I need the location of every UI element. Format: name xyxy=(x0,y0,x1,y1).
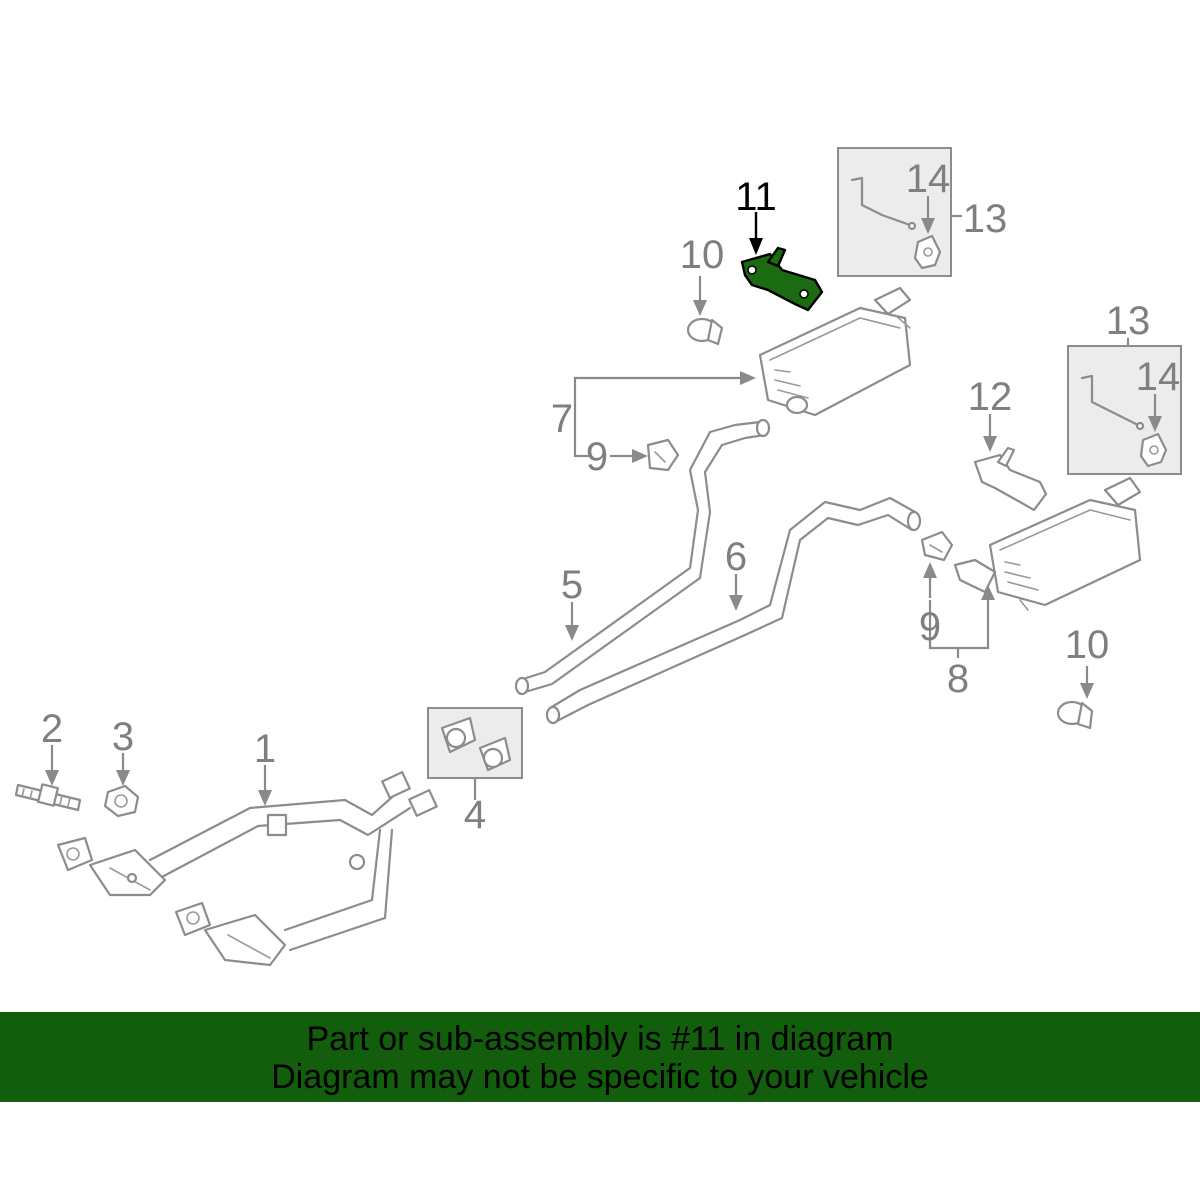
part-9-clamp-right xyxy=(920,530,954,562)
part-8-muffler-right xyxy=(953,476,1142,611)
part-9-clamp-left xyxy=(646,438,680,472)
part-12-bracket xyxy=(973,446,1048,512)
callout-12: 12 xyxy=(968,375,1013,419)
callout-2: 2 xyxy=(41,707,63,751)
part-10-isolator-left xyxy=(686,317,724,346)
part-4-clamp-box xyxy=(427,707,523,779)
callout-13-top: 13 xyxy=(963,197,1008,241)
banner-line-2: Diagram may not be specific to your vehi… xyxy=(271,1058,929,1096)
part-5-intermediate-pipe-left xyxy=(514,418,771,696)
callout-4: 4 xyxy=(464,793,486,837)
leader-lines xyxy=(45,196,1162,806)
callout-9-left: 9 xyxy=(586,435,608,479)
part-7-muffler-left xyxy=(758,286,912,417)
part-10-isolator-right xyxy=(1056,700,1094,730)
callout-10-right: 10 xyxy=(1065,623,1110,667)
callout-1: 1 xyxy=(254,727,276,771)
callout-9-right: 9 xyxy=(919,605,941,649)
part-13-hanger-kit-top xyxy=(837,147,952,277)
callout-11: 11 xyxy=(735,175,777,219)
part-6-intermediate-pipe-right xyxy=(545,496,922,725)
callout-3: 3 xyxy=(112,715,134,759)
callout-13-right: 13 xyxy=(1106,299,1151,343)
callout-6: 6 xyxy=(725,535,747,579)
callout-10-left: 10 xyxy=(680,233,725,277)
part-info-banner: Part or sub-assembly is #11 in diagram D… xyxy=(0,1012,1200,1102)
part-3-nut xyxy=(103,784,140,818)
callout-14-right: 14 xyxy=(1136,355,1181,399)
part-1-front-pipe-assembly xyxy=(56,771,438,967)
callout-7: 7 xyxy=(551,397,573,441)
part-11-muffler-bracket xyxy=(740,246,824,312)
part-2-stud xyxy=(14,783,82,812)
callout-labels: 1 2 3 4 5 6 7 8 9 9 10 10 11 12 13 13 14… xyxy=(41,157,1180,837)
callout-14-top: 14 xyxy=(906,157,951,201)
callout-8: 8 xyxy=(947,657,969,701)
banner-line-1: Part or sub-assembly is #11 in diagram xyxy=(306,1020,894,1058)
part-13-hanger-kit-right xyxy=(1067,345,1182,475)
callout-5: 5 xyxy=(561,563,583,607)
